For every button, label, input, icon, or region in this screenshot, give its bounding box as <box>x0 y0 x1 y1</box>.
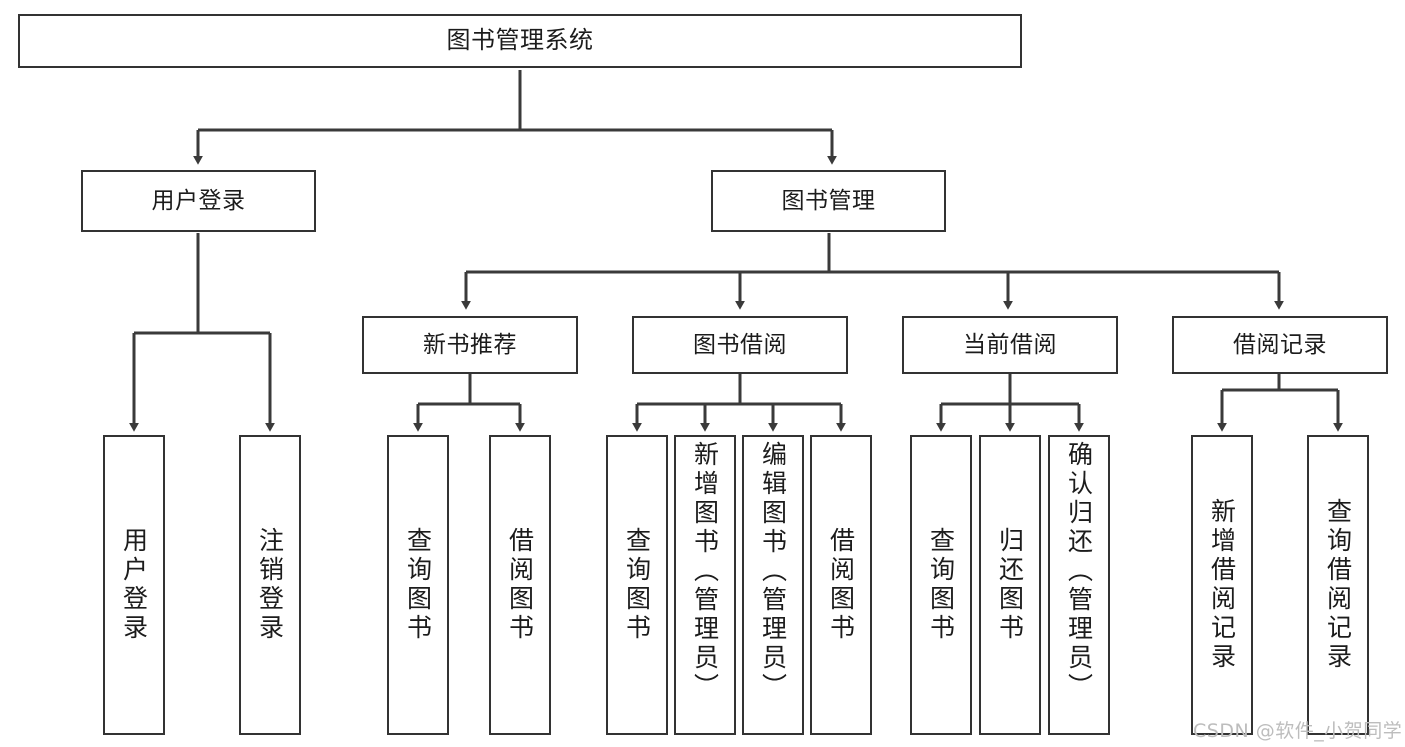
node-borrow-record[interactable]: 借阅记录 <box>1172 316 1388 374</box>
node-label: 当前借阅 <box>963 331 1057 358</box>
node-label: 查询图书 <box>403 527 433 643</box>
leaf-record-query-record[interactable]: 查询借阅记录 <box>1307 435 1369 735</box>
node-user-login[interactable]: 用户登录 <box>81 170 316 232</box>
leaf-user-login-logout[interactable]: 注销登录 <box>239 435 301 735</box>
leaf-borrow-edit-book-admin[interactable]: 编辑图书（管理员） <box>742 435 804 735</box>
leaf-recommend-borrow-book[interactable]: 借阅图书 <box>489 435 551 735</box>
leaf-current-confirm-return-admin[interactable]: 确认归还（管理员） <box>1048 435 1110 735</box>
node-book-management[interactable]: 图书管理 <box>711 170 946 232</box>
leaf-borrow-query-book[interactable]: 查询图书 <box>606 435 668 735</box>
leaf-borrow-borrow-book[interactable]: 借阅图书 <box>810 435 872 735</box>
node-label: 用户登录 <box>151 187 246 214</box>
node-label: 借阅图书 <box>505 527 535 643</box>
node-label: 查询图书 <box>622 527 652 643</box>
node-label: 新增借阅记录 <box>1207 498 1237 672</box>
leaf-current-query-book[interactable]: 查询图书 <box>910 435 972 735</box>
leaf-recommend-query-book[interactable]: 查询图书 <box>387 435 449 735</box>
node-label: 用户登录 <box>119 527 149 643</box>
node-label: 图书借阅 <box>693 331 787 358</box>
leaf-user-login-login[interactable]: 用户登录 <box>103 435 165 735</box>
node-label: 注销登录 <box>255 527 285 643</box>
node-label: 新书推荐 <box>423 331 517 358</box>
node-label: 图书管理 <box>781 187 876 214</box>
node-label: 借阅记录 <box>1233 331 1327 358</box>
leaf-current-return-book[interactable]: 归还图书 <box>979 435 1041 735</box>
node-new-book-recommend[interactable]: 新书推荐 <box>362 316 578 374</box>
node-label: 归还图书 <box>995 527 1025 643</box>
node-label: 编辑图书（管理员） <box>758 441 788 702</box>
node-label: 借阅图书 <box>826 527 856 643</box>
node-label: 查询借阅记录 <box>1323 498 1353 672</box>
node-root-system[interactable]: 图书管理系统 <box>18 14 1022 68</box>
node-label: 新增图书（管理员） <box>690 441 720 702</box>
node-label: 确认归还（管理员） <box>1064 441 1094 702</box>
node-current-borrow[interactable]: 当前借阅 <box>902 316 1118 374</box>
node-label: 图书管理系统 <box>446 26 594 55</box>
node-book-borrow[interactable]: 图书借阅 <box>632 316 848 374</box>
leaf-record-add-record[interactable]: 新增借阅记录 <box>1191 435 1253 735</box>
node-label: 查询图书 <box>926 527 956 643</box>
leaf-borrow-add-book-admin[interactable]: 新增图书（管理员） <box>674 435 736 735</box>
